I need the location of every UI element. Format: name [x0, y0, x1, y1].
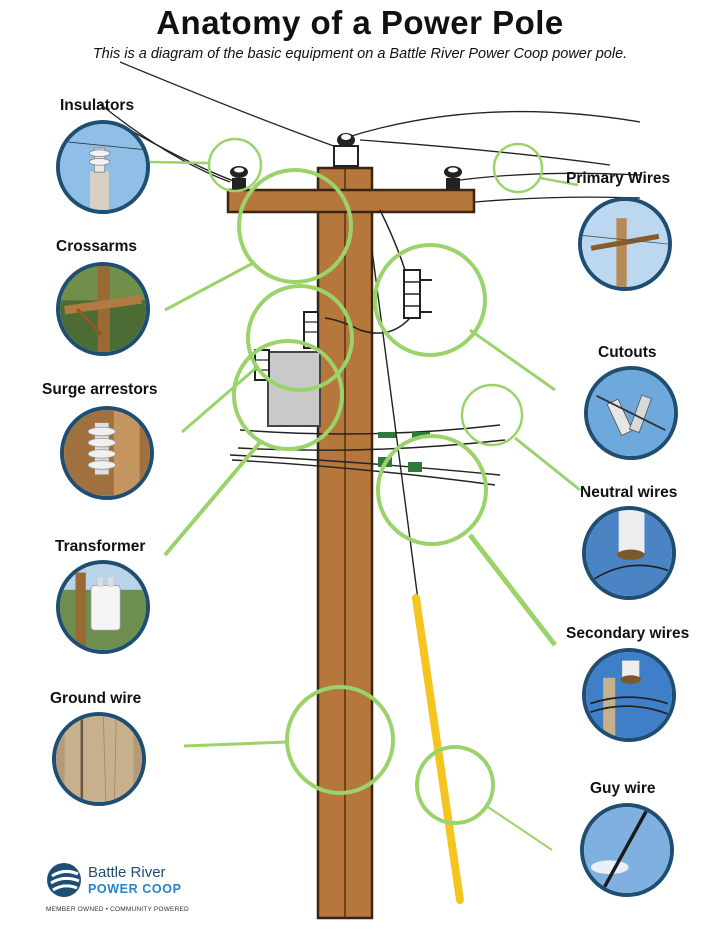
secondary-wires-photo-icon	[582, 648, 676, 742]
surge-arrestor-photo-icon	[60, 406, 154, 500]
label-secondary-wires: Secondary wires	[566, 625, 690, 642]
crossarm-photo-icon	[56, 262, 150, 356]
logo-mark-icon	[47, 863, 81, 897]
cutout	[324, 209, 432, 334]
insulator-photo-icon	[56, 120, 150, 214]
leader-lines	[149, 160, 581, 851]
page-title: Anatomy of a Power Pole	[156, 4, 564, 41]
label-insulators: Insulators	[60, 97, 135, 114]
label-ground-wire: Ground wire	[50, 690, 142, 707]
transformer	[254, 311, 321, 427]
cutout-photo-icon	[584, 366, 678, 460]
label-transformer: Transformer	[55, 538, 146, 555]
logo-coop: POWER COOP	[88, 882, 182, 896]
label-surge-arrestors: Surge arrestors	[42, 381, 158, 398]
transformer-photo-icon	[56, 560, 150, 654]
battle-river-logo: Battle River POWER COOP MEMBER OWNED • C…	[46, 858, 216, 918]
label-neutral-wires: Neutral wires	[580, 484, 678, 501]
ground-wire-photo-icon	[52, 712, 146, 806]
page-subtitle: This is a diagram of the basic equipment…	[92, 46, 628, 62]
primary-wires-photo-icon	[578, 197, 672, 291]
logo-name: Battle River	[88, 864, 166, 881]
neutral-wire-photo-icon	[582, 506, 676, 600]
crossarm-insulators	[230, 166, 462, 190]
guy-wire-photo-icon	[580, 803, 674, 897]
logo-tagline: MEMBER OWNED • COMMUNITY POWERED	[46, 906, 189, 913]
label-cutouts: Cutouts	[598, 344, 657, 361]
crossarm	[226, 188, 476, 214]
label-primary-wires: Primary Wires	[566, 170, 671, 187]
highlight-circles	[207, 137, 544, 825]
label-guy-wire: Guy wire	[590, 780, 656, 797]
label-crossarms: Crossarms	[56, 238, 137, 255]
top-insulator	[333, 133, 359, 167]
